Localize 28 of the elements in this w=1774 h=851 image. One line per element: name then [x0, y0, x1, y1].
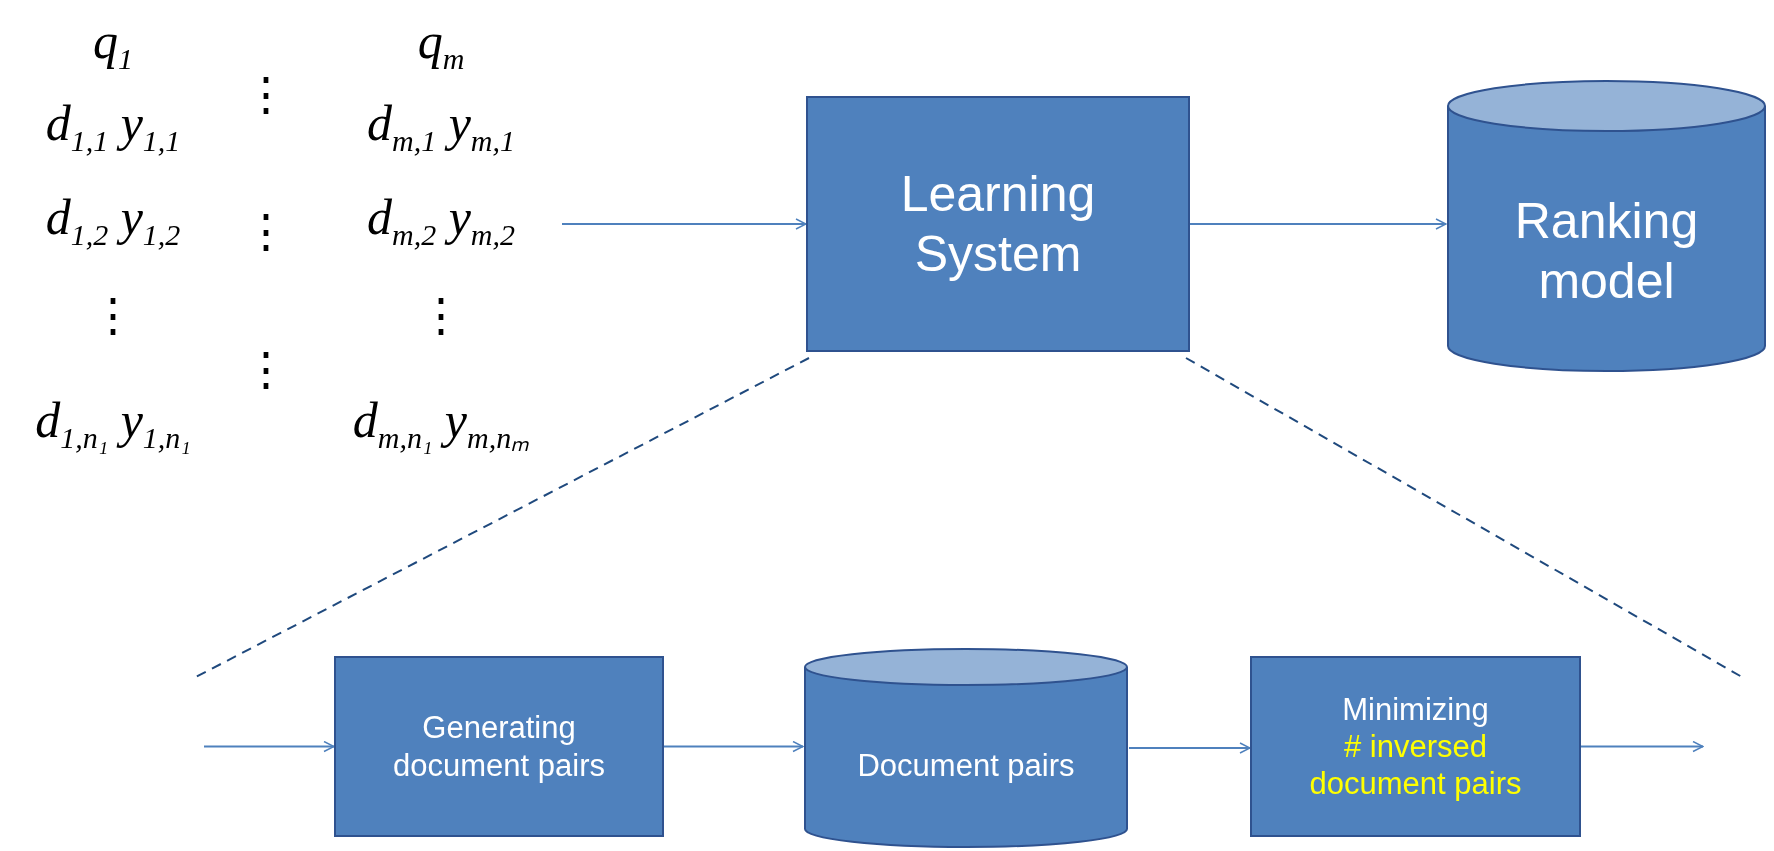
- arrow: [1128, 742, 1251, 754]
- math-symbol: q$_{1}$: [93, 16, 133, 74]
- arrow: [663, 740, 804, 753]
- arrow: [1189, 218, 1447, 230]
- node-label: Ranking model: [1513, 192, 1700, 311]
- node-label: Learning System: [899, 165, 1097, 284]
- math-symbol: d$_{1,n₁}$ y$_{1,n₁}$: [35, 395, 191, 453]
- math-symbol: ⋮: [418, 293, 464, 339]
- process-box: [334, 656, 664, 837]
- math-symbol: ⋮: [243, 209, 289, 255]
- node-label: Generating document pairs: [392, 709, 606, 784]
- math-symbol: d$_{1,2}$ y$_{1,2}$: [45, 192, 181, 250]
- math-symbol: ⋮: [90, 293, 136, 339]
- node-label: Document pairs: [857, 747, 1075, 785]
- math-symbol: d$_{1,1}$ y$_{1,1}$: [45, 98, 181, 156]
- math-symbol: d$_{m,2}$ y$_{m,2}$: [367, 192, 515, 250]
- math-symbol: ⋮: [243, 72, 289, 118]
- node-label: # inversed document pairs: [1308, 727, 1523, 803]
- math-symbol: d$_{m,n₁}$ y$_{m,nₘ}$: [352, 395, 530, 453]
- arrow: [203, 740, 335, 753]
- process-box: [806, 96, 1190, 352]
- node-label: Minimizing: [1342, 690, 1489, 728]
- arrow: [1580, 740, 1704, 753]
- math-symbol: q$_{m}$: [417, 16, 465, 74]
- process-box: [1250, 656, 1581, 837]
- math-symbol: ⋮: [243, 347, 289, 393]
- arrow: [561, 218, 807, 230]
- math-symbol: d$_{m,1}$ y$_{m,1}$: [367, 98, 515, 156]
